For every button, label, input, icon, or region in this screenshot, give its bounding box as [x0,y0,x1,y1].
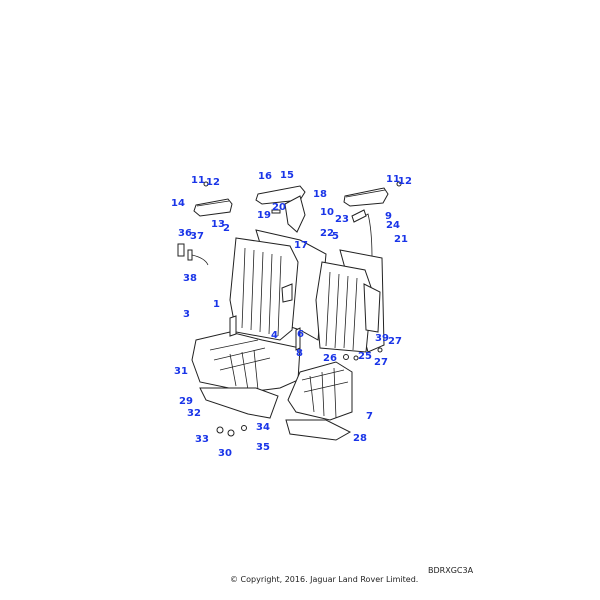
callout-16: 16 [258,171,272,182]
callout-35: 35 [256,442,270,453]
callout-12: 12 [398,176,412,187]
callout-2: 2 [223,223,230,234]
callout-21: 21 [394,234,408,245]
callout-24: 24 [386,220,400,231]
callout-33: 33 [195,434,209,445]
callout-26: 26 [323,353,337,364]
callout-3: 3 [183,309,190,320]
callout-27: 27 [388,336,402,347]
callout-39: 39 [375,333,389,344]
callout-7: 7 [366,411,373,422]
callout-9: 9 [385,211,392,222]
callout-5: 5 [332,231,339,242]
seat-belt [357,213,373,259]
callout-25: 25 [358,351,372,362]
callout-37: 37 [190,231,204,242]
callout-34: 34 [256,422,270,433]
callout-12: 12 [206,177,220,188]
callout-15: 15 [280,170,294,181]
callout-11: 11 [386,174,400,185]
callout-11: 11 [191,175,205,186]
callout-13: 13 [211,219,225,230]
callout-14: 14 [171,198,185,209]
center-armrest [255,185,306,233]
callout-23: 23 [335,214,349,225]
left-seat-back [229,229,327,341]
callout-32: 32 [187,408,201,419]
callout-8: 8 [296,348,303,359]
callout-31: 31 [174,366,188,377]
callout-28: 28 [353,433,367,444]
callout-17: 17 [294,240,308,251]
left-armrest [193,198,233,217]
callout-19: 19 [257,210,271,221]
hardware-parts [177,181,402,437]
left-seat-cushion [191,315,301,419]
diagram-reference-code: BDRXGC3A [428,566,474,575]
callout-1: 1 [213,299,220,310]
callout-10: 10 [320,207,334,218]
right-seat-cushion [285,361,353,441]
callout-38: 38 [183,273,197,284]
callout-18: 18 [313,189,327,200]
callout-6: 6 [297,329,304,340]
callout-36: 36 [178,228,192,239]
right-seat-back [315,249,385,353]
callout-20: 20 [272,202,286,213]
right-armrest [343,187,389,207]
callout-30: 30 [218,448,232,459]
callout-29: 29 [179,396,193,407]
callout-4: 4 [271,330,278,341]
copyright-notice: © Copyright, 2016. Jaguar Land Rover Lim… [230,575,419,584]
callout-27: 27 [374,357,388,368]
callout-22: 22 [320,228,334,239]
